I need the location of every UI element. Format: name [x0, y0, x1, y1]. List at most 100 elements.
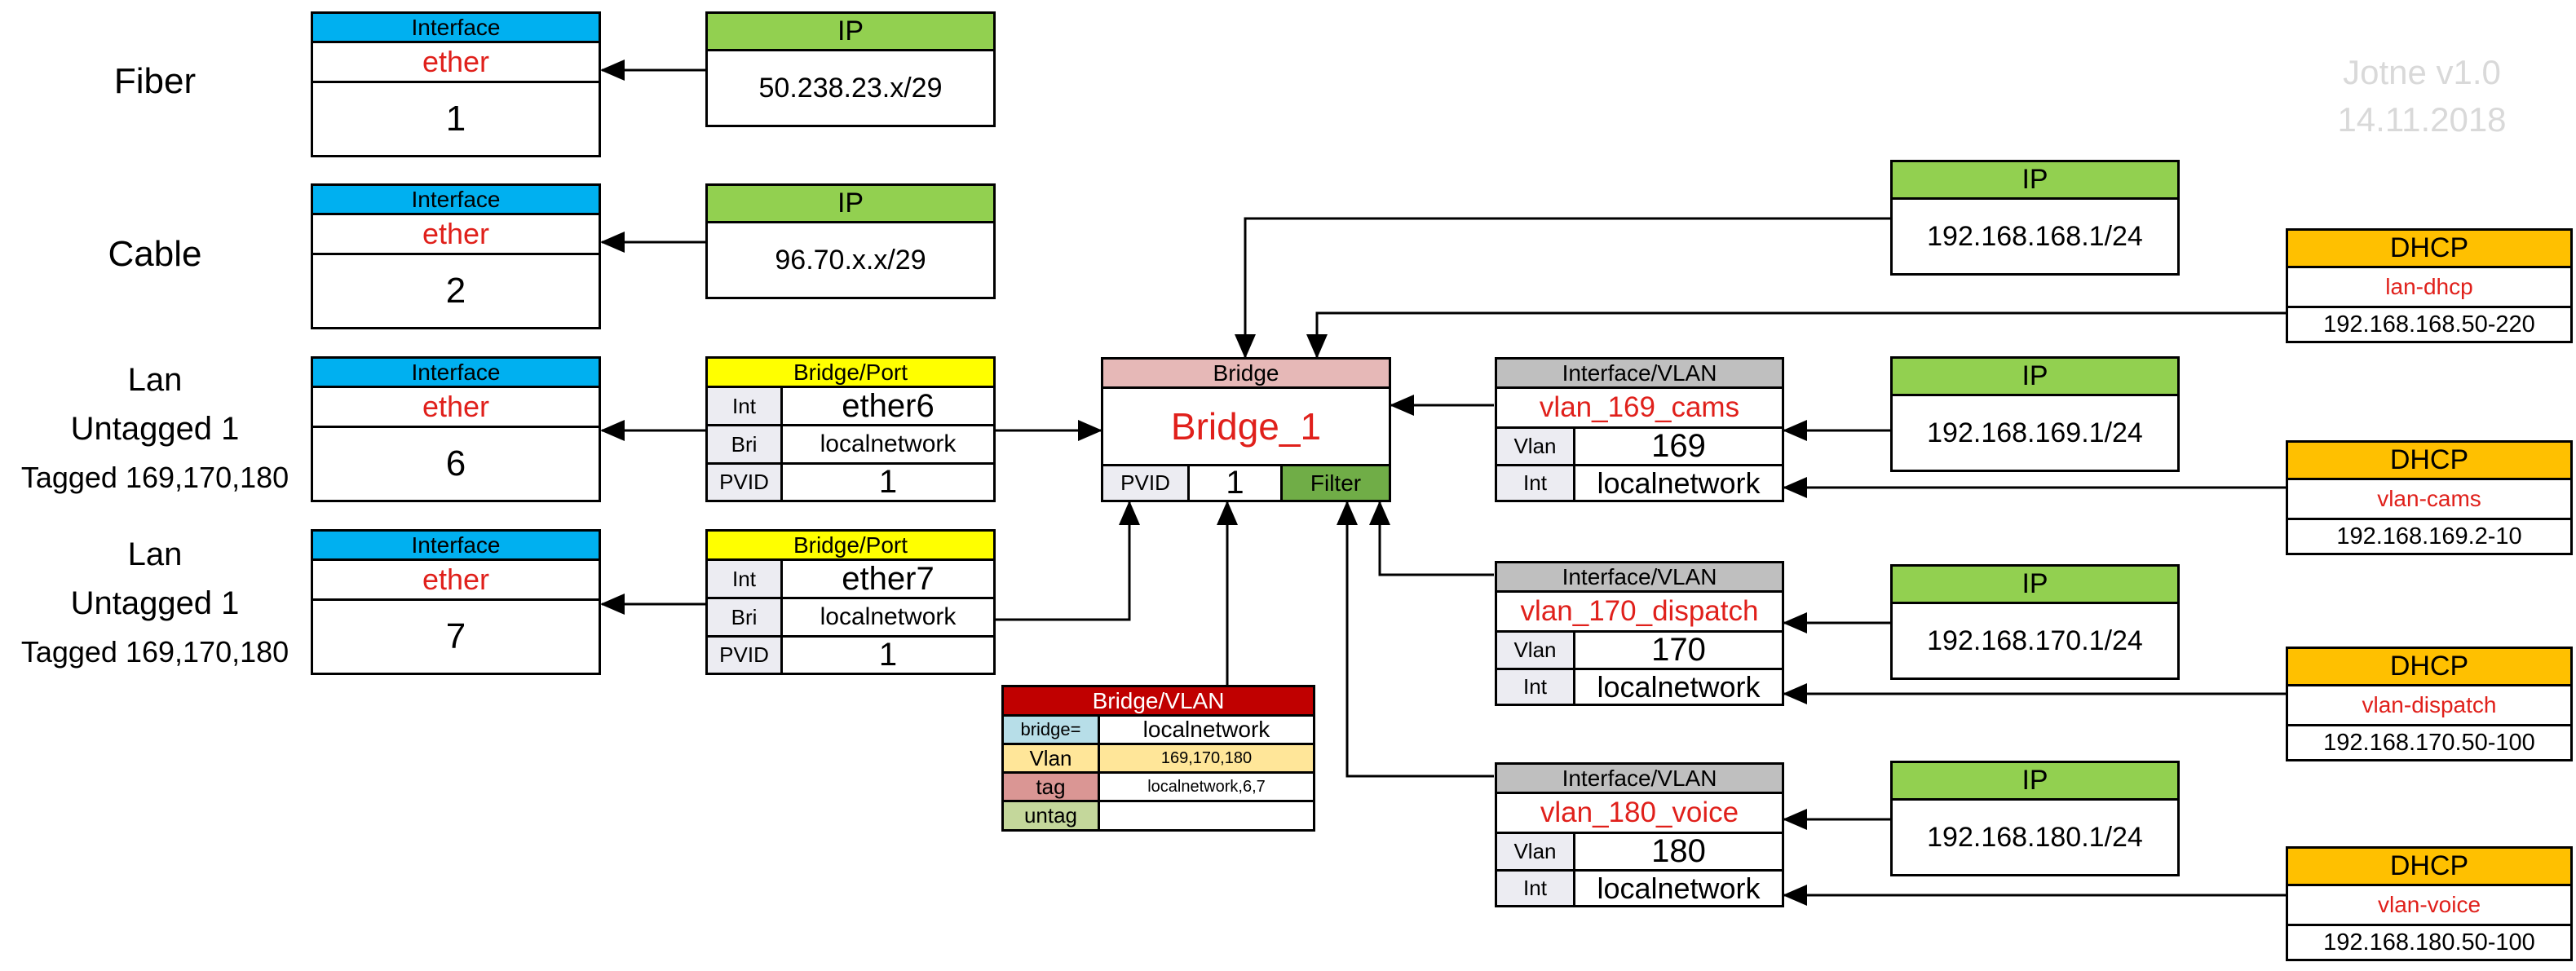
interface-box-6: Interface ether 6: [311, 356, 601, 502]
arrow-dhcp-lan-to-bridge: [1306, 311, 2286, 359]
bridge-filter-cell: Filter: [1283, 466, 1389, 500]
vlan-label: Vlan: [1497, 429, 1575, 464]
ip-address: 192.168.180.1/24: [1927, 821, 2143, 853]
vlan-label: Vlan: [1497, 834, 1575, 869]
vlan-box-180: Interface/VLAN vlan_180_voice Vlan 180 I…: [1495, 762, 1784, 907]
pvid-value: 1: [878, 464, 898, 500]
bridge-vlan-row: untag: [1004, 802, 1313, 829]
bridge-vlan-header: Bridge/VLAN: [1004, 687, 1313, 717]
vlan-box-170: Interface/VLAN vlan_170_dispatch Vlan 17…: [1495, 561, 1784, 706]
bri-value: localnetwork: [820, 603, 957, 630]
int-label: Int: [1497, 872, 1575, 905]
bri-label: Bri: [708, 426, 783, 462]
interface-box-header: Interface: [313, 14, 599, 43]
dhcp-box-cams: DHCP vlan-cams 192.168.169.2-10: [2286, 440, 2573, 555]
lan6-label: Lan Untagged 1 Tagged 169,170,180: [8, 355, 302, 502]
bridge-vlan-label: bridge=: [1004, 717, 1100, 743]
vlan-box-header: Interface/VLAN: [1497, 360, 1782, 389]
pvid-label: PVID: [708, 638, 783, 673]
int-value: ether6: [842, 387, 935, 424]
arrow-vlan180-to-bridge: [1337, 501, 1494, 778]
bridge-pvid-label: PVID: [1103, 466, 1190, 500]
ip-address: 192.168.169.1/24: [1927, 417, 2143, 448]
interface-name: ether: [313, 388, 599, 428]
dhcp-name: vlan-cams: [2288, 480, 2570, 520]
dhcp-box-header: DHCP: [2288, 443, 2570, 480]
dhcp-box-header: DHCP: [2288, 649, 2570, 686]
bridge-port-pvid-row: PVID 1: [708, 464, 993, 500]
dhcp-range: 192.168.168.50-220: [2323, 311, 2535, 338]
bridge-port-bri-row: Bri localnetwork: [708, 426, 993, 465]
ip-box-header: IP: [1893, 763, 2177, 801]
dhcp-box-voice: DHCP vlan-voice 192.168.180.50-100: [2286, 846, 2573, 961]
lan6-label-line2: Untagged 1: [70, 411, 240, 447]
vlan-name: vlan_180_voice: [1497, 794, 1782, 834]
version-text: Jotne v1.0: [2343, 53, 2501, 91]
version-label: Jotne v1.0 14.11.2018: [2283, 49, 2561, 143]
bridge-box: Bridge Bridge_1 PVID 1 Filter: [1101, 357, 1391, 502]
lan6-label-line1: Lan: [127, 362, 183, 398]
bridge-port-header: Bridge/Port: [708, 532, 993, 561]
interface-box-2: Interface ether 2: [311, 183, 601, 329]
int-value: ether7: [842, 560, 935, 597]
bridge-port-box-ether6: Bridge/Port Int ether6 Bri localnetwork …: [705, 356, 996, 502]
bridge-port-header: Bridge/Port: [708, 359, 993, 388]
pvid-label: PVID: [708, 465, 783, 500]
vlan-int-row: Int localnetwork: [1497, 670, 1782, 704]
interface-name: ether: [313, 43, 599, 83]
interface-number: 7: [445, 616, 466, 656]
vlan-name: vlan_169_cams: [1497, 389, 1782, 429]
vlan-id-value: 169: [1651, 428, 1706, 464]
interface-number: 2: [445, 271, 466, 311]
lan-ip-box-169: IP 192.168.169.1/24: [1890, 356, 2180, 472]
int-label: Int: [1497, 670, 1575, 704]
vlan-id-row: Vlan 170: [1497, 632, 1782, 670]
bridge-vlan-row: bridge= localnetwork: [1004, 717, 1313, 745]
int-label: Int: [1497, 466, 1575, 500]
interface-number: 1: [445, 99, 466, 139]
ip-address: 192.168.170.1/24: [1927, 625, 2143, 656]
vlan-id-value: 180: [1651, 833, 1706, 869]
bridge-port-int-row: Int ether6: [708, 388, 993, 426]
dhcp-box-dispatch: DHCP vlan-dispatch 192.168.170.50-100: [2286, 647, 2573, 761]
vlan-int-row: Int localnetwork: [1497, 872, 1782, 905]
ip-box-header: IP: [708, 186, 993, 223]
interface-number: 6: [445, 444, 466, 483]
bridge-vlan-value: localnetwork,6,7: [1147, 777, 1266, 796]
int-value: localnetwork: [1597, 669, 1761, 704]
vlan-id-row: Vlan 180: [1497, 833, 1782, 872]
bridge-port-box-ether7: Bridge/Port Int ether7 Bri localnetwork …: [705, 529, 996, 675]
vlan-id-row: Vlan 169: [1497, 428, 1782, 466]
version-date: 14.11.2018: [2337, 100, 2507, 139]
dhcp-name: vlan-dispatch: [2288, 686, 2570, 726]
bridge-vlan-row: tag localnetwork,6,7: [1004, 774, 1313, 802]
interface-box-1: Interface ether 1: [311, 11, 601, 157]
wan-ip-box-2: IP 96.70.x.x/29: [705, 183, 996, 299]
lan7-label-line3: Tagged 169,170,180: [20, 635, 289, 669]
bridge-header: Bridge: [1103, 360, 1389, 389]
lan-ip-box-180: IP 192.168.180.1/24: [1890, 761, 2180, 876]
lan7-label-line1: Lan: [127, 536, 183, 572]
vlan-int-row: Int localnetwork: [1497, 466, 1782, 500]
cable-label: Cable: [108, 234, 202, 274]
bridge-pvid-value: 1: [1190, 465, 1283, 501]
dhcp-range: 192.168.170.50-100: [2323, 729, 2535, 756]
int-label: Int: [708, 388, 783, 424]
interface-box-header: Interface: [313, 186, 599, 215]
dhcp-range: 192.168.169.2-10: [2336, 523, 2522, 549]
bri-value: localnetwork: [820, 430, 957, 457]
interface-name: ether: [313, 215, 599, 255]
vlan-box-169: Interface/VLAN vlan_169_cams Vlan 169 In…: [1495, 357, 1784, 502]
interface-box-header: Interface: [313, 532, 599, 561]
lan-ip-box-168: IP 192.168.168.1/24: [1890, 160, 2180, 276]
bridge-vlan-value: 169,170,180: [1100, 745, 1313, 771]
lan7-label-line2: Untagged 1: [70, 585, 240, 621]
bridge-vlan-row: Vlan 169,170,180: [1004, 745, 1313, 774]
int-label: Int: [708, 561, 783, 597]
bridge-vlan-value: [1100, 802, 1313, 829]
bridge-vlan-label: untag: [1004, 802, 1100, 829]
bridge-footer-row: PVID 1 Filter: [1103, 465, 1389, 501]
bridge-vlan-label: tag: [1004, 774, 1100, 800]
